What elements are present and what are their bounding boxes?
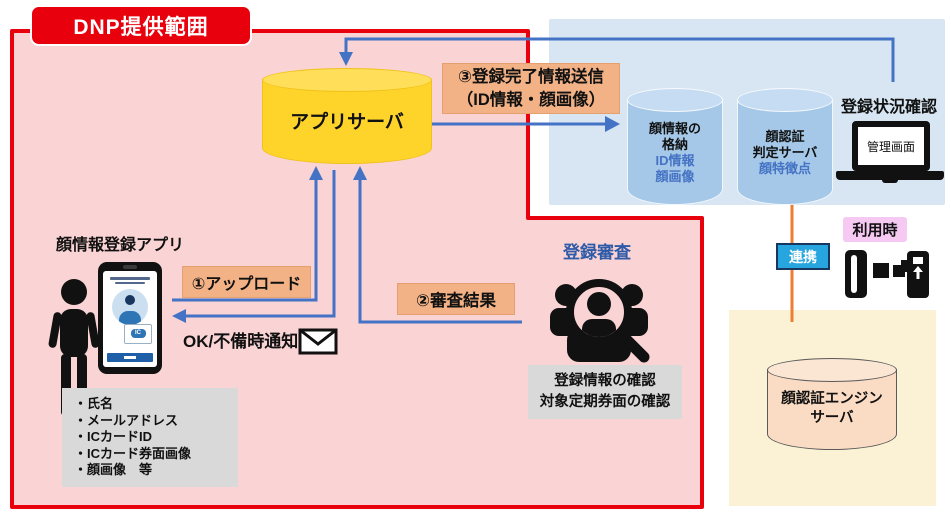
dnp-scope-title-text: DNP提供範囲	[73, 15, 209, 39]
smartphone-icon: IC	[98, 262, 162, 374]
judge-server-cylinder-body	[737, 99, 833, 205]
face-db-cylinder: 顔情報の 格納 ID情報 顔画像	[627, 88, 723, 205]
engine-server-label-1: 顔認証エンジン	[781, 391, 883, 407]
user-info-item: ・ICカードID	[74, 429, 153, 444]
review-label: 登録審査	[563, 243, 631, 262]
avatar-body	[119, 311, 141, 325]
phone-text-line	[115, 281, 145, 284]
app-server-label: アプリサーバ	[290, 111, 404, 133]
face-db-title-2: 格納	[661, 136, 688, 152]
user-info-item: ・顔画像 等	[74, 462, 153, 477]
judge-server-title-1: 顔認証	[765, 128, 805, 144]
ic-card-illustration: IC	[124, 324, 152, 344]
ok-notice-line	[186, 170, 336, 318]
phone-button-bar	[107, 353, 153, 362]
ic-badge: IC	[130, 329, 146, 338]
ticket-gate-icon	[845, 250, 929, 298]
engine-server-label-2: サーバ	[810, 410, 854, 426]
face-db-cylinder-top	[627, 88, 723, 112]
flow-label-complete: ③登録完了情報送信 （ID情報・顔画像）	[442, 63, 620, 114]
judge-server-cylinder: 顔認証 判定サーバ 顔特徴点	[737, 88, 833, 205]
admin-screen: 管理画面	[852, 121, 930, 171]
ok-notice-arrowhead	[172, 309, 186, 323]
review-note-line1: 登録情報の確認	[554, 373, 656, 389]
link-badge: 連携	[776, 243, 830, 270]
laptop-icon: 管理画面	[836, 121, 946, 183]
flow-label-complete-line2: （ID情報・顔画像）	[456, 90, 606, 109]
face-db-sub-1: ID情報	[655, 152, 695, 168]
laptop-base	[836, 171, 944, 183]
judge-server-sub: 顔特徴点	[758, 160, 811, 176]
phone-screen-illustration: IC	[103, 271, 157, 367]
admin-screen-label: 管理画面	[866, 139, 915, 154]
status-check-arrowhead	[339, 52, 353, 66]
upload-arrowhead	[309, 166, 323, 180]
status-check-label: 登録状況確認	[841, 99, 938, 116]
envelope-icon	[298, 328, 338, 355]
face-db-sub-2: 顔画像	[655, 168, 695, 184]
app-server-cylinder-top	[262, 68, 432, 92]
usage-time-badge: 利用時	[843, 217, 907, 242]
avatar-head	[125, 295, 135, 305]
review-result-line	[358, 179, 522, 324]
engine-server-cylinder-body	[767, 369, 897, 450]
status-check-line	[344, 37, 895, 82]
engine-server-cylinder-top	[767, 358, 897, 382]
judge-server-cylinder-top	[737, 88, 833, 112]
flow-label-review-result: ②審査結果	[397, 283, 515, 315]
review-note-line2: 対象定期券面の確認	[539, 394, 671, 410]
user-info-note: ・氏名 ・メールアドレス ・ICカードID ・ICカード券面画像 ・顔画像 等	[62, 388, 238, 487]
phone-notch	[123, 265, 137, 269]
upload-line	[172, 179, 318, 302]
ok-notice-label: OK/不備時通知	[183, 332, 299, 351]
user-info-item: ・メールアドレス	[74, 412, 179, 428]
engine-server-cylinder: 顔認証エンジン サーバ	[767, 358, 897, 450]
phone-avatar-illustration	[112, 289, 148, 325]
review-result-arrowhead	[353, 166, 367, 180]
face-db-title-1: 顔情報の	[648, 120, 701, 136]
app-server-cylinder-body	[262, 79, 432, 164]
user-info-item: ・氏名	[74, 396, 114, 411]
app-server-cylinder: アプリサーバ	[262, 68, 432, 164]
review-note: 登録情報の確認 対象定期券面の確認	[528, 365, 682, 419]
complete-send-arrowhead	[605, 116, 620, 132]
user-info-item: ・ICカード券面画像	[74, 445, 192, 461]
register-app-label: 顔情報登録アプリ	[56, 237, 185, 254]
phone-text-line	[110, 277, 150, 280]
review-magnifier-icon	[550, 279, 650, 363]
face-db-cylinder-body	[627, 99, 723, 205]
judge-server-title-2: 判定サーバ	[752, 144, 818, 160]
flow-label-complete-line1: ③登録完了情報送信	[458, 67, 604, 86]
flow-label-upload: ①アップロード	[182, 266, 311, 298]
dnp-scope-title: DNP提供範囲	[30, 5, 252, 46]
